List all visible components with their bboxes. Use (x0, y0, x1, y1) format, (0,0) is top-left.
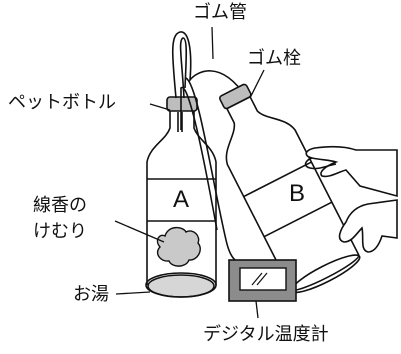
bottle-b-stopper (219, 83, 252, 110)
thermometer-wire (180, 77, 241, 263)
leader-incense-smoke (114, 220, 165, 243)
label-incense-smoke: 線香の けむり (33, 193, 87, 245)
bottle-b-outline (225, 95, 360, 291)
bottle-b-band-bottom (263, 201, 333, 238)
label-rubber-tube: ゴム管 (193, 2, 247, 23)
bottle-b-band-top (243, 161, 312, 198)
label-hot-water: お湯 (73, 284, 109, 305)
label-pet-bottle: ペットボトル (8, 92, 116, 113)
incense-smoke-blob (156, 226, 201, 267)
thermometer-display (239, 267, 287, 291)
hands (304, 145, 398, 253)
bottle-b (219, 83, 361, 294)
leader-thermometer (255, 300, 259, 319)
digital-thermometer (228, 259, 297, 302)
bottle-a-bottom (145, 272, 217, 298)
label-incense-smoke-line2: けむり (33, 221, 87, 242)
lower-hand (338, 199, 398, 253)
leader-pet-bottle (149, 103, 171, 111)
leader-hot-water (115, 291, 151, 295)
label-digital-thermometer: デジタル温度計 (203, 324, 329, 345)
label-incense-smoke-line1: 線香の (33, 195, 87, 216)
label-rubber-stopper: ゴム栓 (247, 48, 301, 69)
label-bottle-a: A (173, 186, 190, 213)
leader-lines (114, 26, 265, 319)
upper-hand (305, 145, 398, 198)
label-bottle-b: B (289, 180, 306, 207)
leader-rubber-tube (211, 26, 214, 60)
leader-rubber-stopper (249, 69, 265, 99)
rubber-tube (171, 31, 247, 99)
